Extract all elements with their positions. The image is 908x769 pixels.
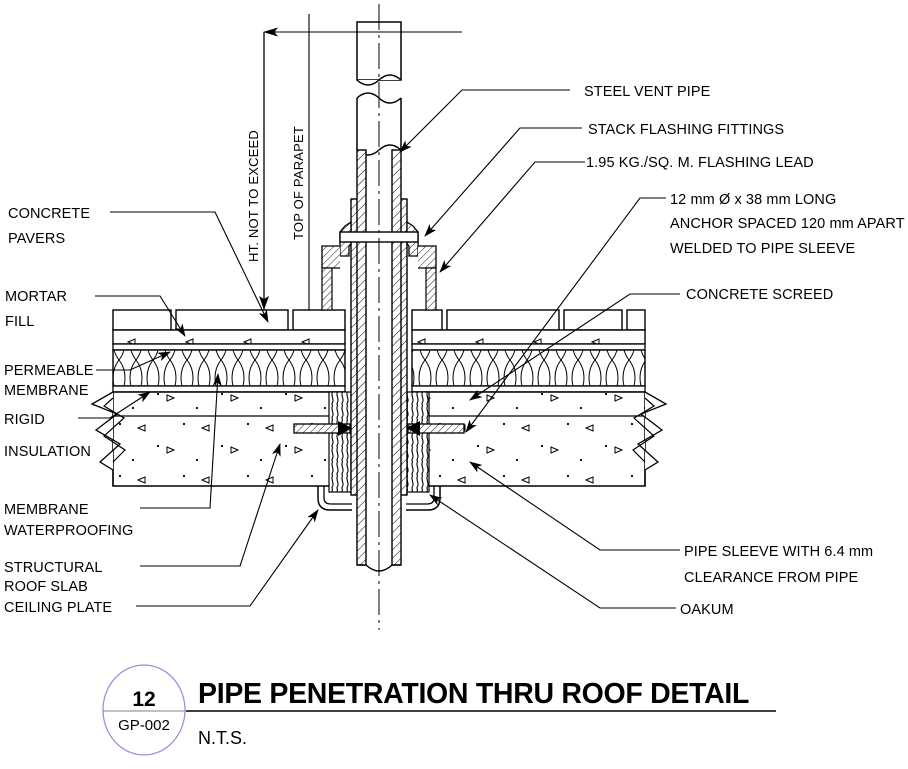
label-mortar-fill-line2: FILL <box>5 314 34 330</box>
leader-oakum <box>429 494 676 609</box>
leader-concrete-screed <box>469 293 680 401</box>
leader-flashing-lead <box>439 161 585 273</box>
mortar-fill-left <box>112 329 346 345</box>
leader-concrete-pavers <box>110 211 269 323</box>
membrane-waterproofing-right <box>411 385 646 393</box>
leader-rigid-insulation <box>78 391 151 419</box>
detail-scale-note: N.T.S. <box>198 728 247 748</box>
label-mortar-fill-line1: MORTAR <box>5 289 67 305</box>
label-concrete-pavers-line1: CONCRETE <box>8 206 90 222</box>
labels-right-group: STEEL VENT PIPE STACK FLASHING FITTINGS … <box>584 84 905 618</box>
stack-flashing-fitting <box>321 220 437 311</box>
leader-structural-roof-slab <box>140 443 281 567</box>
leader-membrane-waterproofing <box>140 373 222 509</box>
label-anchor-line3: WELDED TO PIPE SLEEVE <box>670 241 856 257</box>
leader-stack-flashing <box>424 127 582 237</box>
concrete-pavers-left <box>112 309 346 331</box>
dim-ht-not-to-exceed: HT. NOT TO EXCEED <box>246 130 261 262</box>
label-anchor-line1: 12 mm Ø x 38 mm LONG <box>670 192 836 208</box>
label-rigid-insulation-line1: RIGID <box>4 412 45 428</box>
label-membrane-waterproofing-line1: MEMBRANE <box>4 502 89 518</box>
leader-pipe-sleeve <box>469 461 680 551</box>
permeable-membrane-left <box>112 343 346 351</box>
title-block: 12 GP-002 PIPE PENETRATION THRU ROOF DET… <box>102 664 776 756</box>
break-line-right <box>632 391 668 486</box>
leader-steel-vent-pipe <box>399 89 570 153</box>
label-steel-vent-pipe: STEEL VENT PIPE <box>584 84 711 100</box>
roof-buildup-right <box>411 309 668 487</box>
mortar-fill-right <box>411 329 646 345</box>
oakum-packing <box>328 391 430 493</box>
rigid-insulation-right <box>411 349 646 387</box>
detail-number: 12 <box>132 688 155 711</box>
label-oakum: OAKUM <box>680 602 734 618</box>
leader-permeable-membrane <box>96 351 171 371</box>
label-pipe-sleeve-line1: PIPE SLEEVE WITH 6.4 mm <box>684 544 873 560</box>
detail-tag-circle <box>102 664 186 756</box>
roof-buildup-left <box>90 309 346 487</box>
leader-mortar-fill <box>95 295 186 337</box>
label-structural-roof-slab-line2: ROOF SLAB <box>4 579 88 595</box>
structural-roof-slab-left <box>112 391 346 487</box>
label-pipe-sleeve-line2: CLEARANCE FROM PIPE <box>684 570 859 586</box>
roof-assembly: HT. NOT TO EXCEED TOP OF PARAPET <box>78 4 680 630</box>
membrane-waterproofing-left <box>112 385 346 393</box>
label-membrane-waterproofing-line2: WATERPROOFING <box>4 523 133 539</box>
label-permeable-membrane-line2: MEMBRANE <box>4 383 89 399</box>
detail-title: PIPE PENETRATION THRU ROOF DETAIL <box>198 678 749 710</box>
label-permeable-membrane-line1: PERMEABLE <box>4 363 94 379</box>
label-concrete-pavers-line2: PAVERS <box>8 231 65 247</box>
label-concrete-screed: CONCRETE SCREED <box>686 287 833 303</box>
anchor-plates <box>293 421 465 436</box>
structural-roof-slab-right <box>411 391 646 487</box>
concrete-pavers-right <box>411 309 646 331</box>
label-structural-roof-slab-line1: STRUCTURAL <box>4 560 102 576</box>
leader-lines <box>78 89 680 609</box>
rigid-insulation-left <box>112 349 346 387</box>
label-stack-flashing-fittings: STACK FLASHING FITTINGS <box>588 122 784 138</box>
labels-left-group: CONCRETE PAVERS MORTAR FILL PERMEABLE ME… <box>4 206 133 616</box>
label-flashing-lead: 1.95 KG./SQ. M. FLASHING LEAD <box>586 155 814 171</box>
leader-ceiling-plate <box>136 509 319 607</box>
label-ceiling-plate: CEILING PLATE <box>4 600 112 616</box>
height-dimension: HT. NOT TO EXCEED TOP OF PARAPET <box>246 14 462 310</box>
leader-anchor <box>465 197 666 433</box>
permeable-membrane-right <box>411 343 646 351</box>
label-rigid-insulation-line2: INSULATION <box>4 444 91 460</box>
label-anchor-line2: ANCHOR SPACED 120 mm APART <box>670 216 905 232</box>
dim-top-of-parapet: TOP OF PARAPET <box>291 126 306 240</box>
detail-sheet-number: GP-002 <box>118 717 170 734</box>
